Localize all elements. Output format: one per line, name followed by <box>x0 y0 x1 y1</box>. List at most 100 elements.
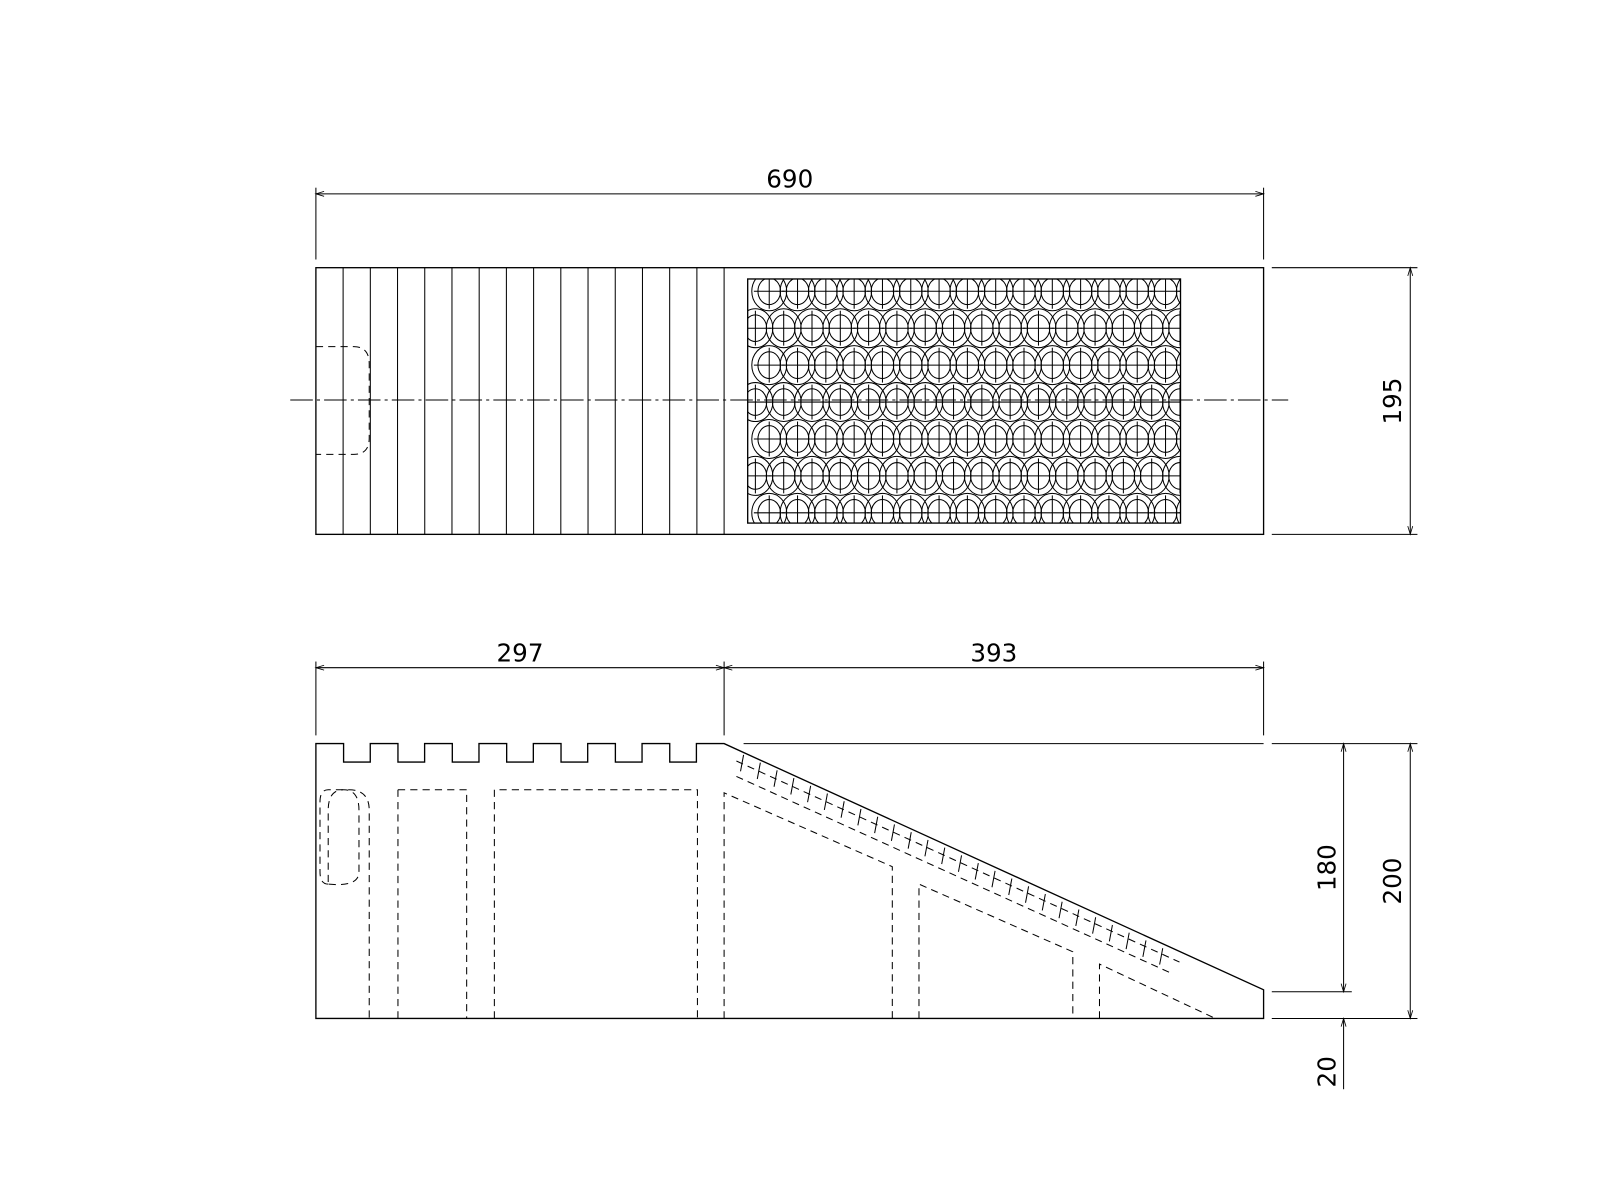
tread-cell <box>1090 492 1127 524</box>
tread-cell <box>949 345 986 386</box>
tread-cell <box>992 382 1029 423</box>
dimension-690: 690 <box>314 165 1266 260</box>
dimension-label-297: 297 <box>497 639 544 668</box>
tread-cell <box>794 455 830 496</box>
tread-cell <box>935 455 972 496</box>
slope-tick <box>740 754 745 772</box>
slope-tick <box>974 863 979 880</box>
slope-tick <box>1075 909 1080 927</box>
tread-cell <box>1119 345 1156 386</box>
tread-cell <box>963 308 1000 349</box>
tread-cell <box>949 492 986 524</box>
tread-cell <box>1147 418 1181 459</box>
tread-cell <box>1119 492 1156 524</box>
dimension-297: 297 <box>314 639 726 736</box>
tread-cell <box>1119 278 1156 312</box>
dimension-label-690: 690 <box>766 165 813 194</box>
tread-cell <box>1147 345 1181 386</box>
tread-cell <box>779 418 816 459</box>
side-view: 297 393 200 180 20 <box>314 639 1418 1090</box>
tread-cell <box>1062 418 1099 459</box>
tread-cell <box>1090 278 1127 312</box>
dimension-label-20: 20 <box>1312 1056 1341 1087</box>
tread-cell <box>1006 278 1042 312</box>
tread-cell <box>1062 492 1099 524</box>
tread-cell <box>1020 455 1057 496</box>
tread-cell <box>747 382 774 423</box>
tread-cell <box>1034 418 1071 459</box>
tread-cell <box>892 492 929 524</box>
hidden-handle-slot-top <box>315 346 370 455</box>
tread-cell <box>751 345 788 386</box>
slope-tick <box>941 847 946 865</box>
slope-tick <box>773 770 778 787</box>
tread-cell <box>977 345 1014 386</box>
tread-pattern <box>747 278 1181 524</box>
dimension-label-393: 393 <box>970 639 1017 668</box>
tread-cell <box>807 418 844 459</box>
tread-cell <box>992 455 1029 496</box>
tread-cell <box>1034 345 1071 386</box>
tread-cell <box>794 308 830 349</box>
slope-tick <box>907 832 912 849</box>
tread-cell <box>892 345 929 386</box>
tread-cell <box>822 455 859 496</box>
tread-cell <box>921 278 958 312</box>
tread-cell <box>907 455 944 496</box>
dimension-20: 20 <box>1312 1017 1347 1090</box>
tread-cell <box>1090 345 1127 386</box>
tread-cell <box>1175 351 1181 379</box>
tread-cell <box>935 382 972 423</box>
slope-tick <box>1159 948 1164 965</box>
tread-cell <box>836 492 873 524</box>
tread-cell <box>751 492 788 524</box>
slope-tick <box>1058 901 1063 919</box>
tread-cell <box>1105 382 1142 423</box>
tread-cell <box>765 455 802 496</box>
tread-cell <box>1062 278 1099 312</box>
slope-tick <box>1025 886 1030 903</box>
tread-cell <box>836 278 873 312</box>
slope-tick <box>756 762 761 780</box>
tread-cell <box>864 418 901 459</box>
tread-cell <box>949 418 986 459</box>
tread-cell <box>850 455 887 496</box>
tread-cell <box>1147 278 1181 312</box>
tread-cell <box>878 308 915 349</box>
slope-tick <box>1142 940 1147 957</box>
tread-cell <box>836 418 873 459</box>
dimension-180: 180 <box>1271 742 1352 994</box>
tread-cell <box>1105 308 1142 349</box>
tread-cell <box>1133 382 1170 423</box>
slope-tick <box>874 816 879 834</box>
tread-cell <box>850 308 887 349</box>
slope-tick <box>1092 917 1097 934</box>
tread-cell <box>864 492 901 524</box>
tread-cell <box>751 418 788 459</box>
top-view: 690 195 <box>290 165 1418 536</box>
tread-cell <box>921 345 958 386</box>
tread-cell <box>779 278 816 312</box>
tread-cell <box>935 308 972 349</box>
side-view-outline <box>315 742 1265 1020</box>
tread-cell <box>1048 382 1085 423</box>
slope-tick <box>857 808 862 826</box>
slope-tick <box>840 801 845 818</box>
tread-cell <box>907 308 944 349</box>
tread-cell <box>1020 382 1057 423</box>
slope-tick <box>890 824 895 841</box>
tread-cell <box>1175 425 1181 453</box>
slope-tick <box>1125 932 1130 950</box>
tread-cell <box>807 345 844 386</box>
tread-cell <box>1077 455 1114 496</box>
tread-cell <box>836 345 873 386</box>
dimension-195: 195 <box>1271 266 1418 536</box>
slope-tick <box>807 785 812 803</box>
tread-cell <box>794 382 830 423</box>
tread-cell <box>747 308 774 349</box>
slope-tick <box>1041 893 1046 911</box>
dimension-label-195: 195 <box>1378 378 1407 425</box>
tread-cell <box>1062 345 1099 386</box>
tread-cell <box>1077 308 1114 349</box>
